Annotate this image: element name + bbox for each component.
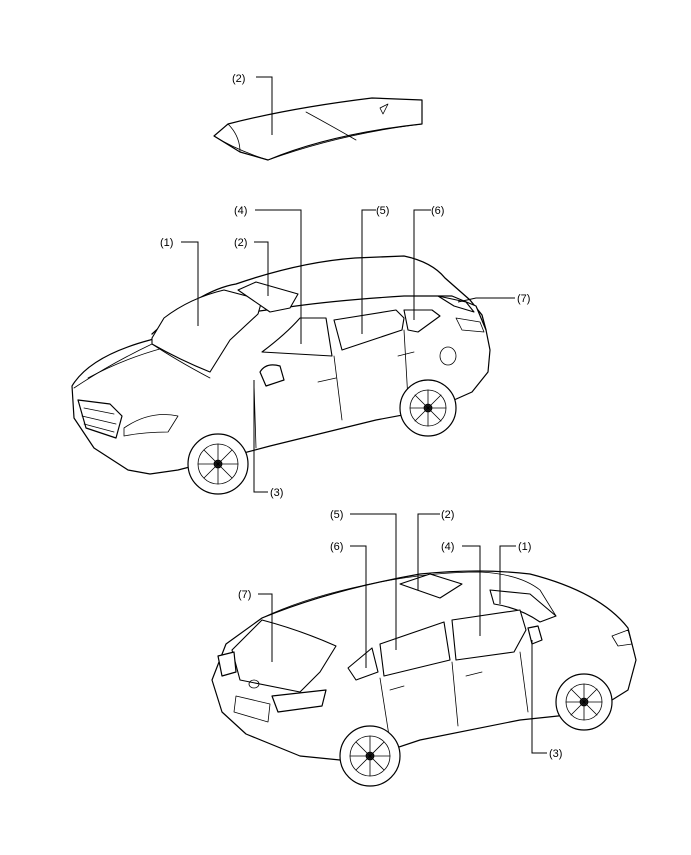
callout-label: (2) bbox=[234, 237, 247, 249]
callout-front-2: (2) bbox=[234, 237, 269, 296]
callout-front-6: (6) bbox=[413, 205, 444, 320]
callout-label: (1) bbox=[160, 237, 173, 249]
callout-rear-6: (6) bbox=[330, 541, 367, 668]
callout-rear-4: (4) bbox=[441, 541, 481, 636]
callout-rear-2: (2) bbox=[417, 509, 454, 590]
callout-label: (3) bbox=[270, 487, 283, 499]
car-rear-view bbox=[211, 570, 637, 787]
callout-label: (2) bbox=[441, 509, 454, 521]
car-front-view bbox=[71, 255, 491, 495]
callout-label: (4) bbox=[234, 205, 247, 217]
callout-label: (5) bbox=[376, 205, 389, 217]
callout-rear-5: (5) bbox=[330, 509, 397, 650]
callout-label: (6) bbox=[431, 205, 444, 217]
callout-label: (1) bbox=[518, 541, 531, 553]
callout-label: (4) bbox=[441, 541, 454, 553]
callout-front-3: (3) bbox=[253, 380, 283, 499]
callout-front-4: (4) bbox=[234, 205, 302, 344]
callout-rear-1: (1) bbox=[499, 541, 531, 604]
callout-roof-top: (2) bbox=[232, 73, 273, 135]
callout-label: (7) bbox=[517, 293, 530, 305]
callout-label: (7) bbox=[238, 589, 251, 601]
callout-front-1: (1) bbox=[160, 237, 199, 326]
callout-rear-7: (7) bbox=[238, 589, 273, 662]
callout-label: (2) bbox=[232, 73, 245, 85]
callout-rear-3: (3) bbox=[531, 640, 562, 760]
roof-panel-drawing bbox=[213, 97, 423, 161]
callout-label: (3) bbox=[549, 748, 562, 760]
callout-label: (5) bbox=[330, 509, 343, 521]
callout-front-5: (5) bbox=[361, 205, 389, 334]
callout-front-7: (7) bbox=[457, 293, 530, 305]
callout-label: (6) bbox=[330, 541, 343, 553]
